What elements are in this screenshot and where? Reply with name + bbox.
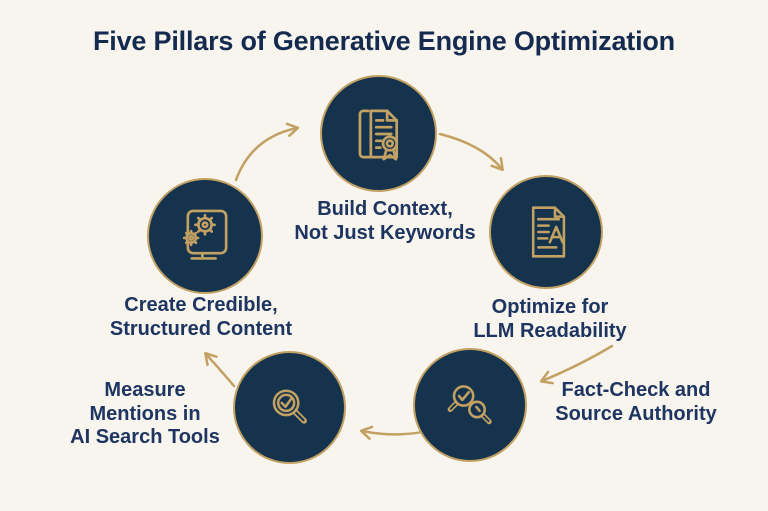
label-line: Not Just Keywords: [294, 221, 476, 244]
pillar-label-create-content: Create Credible, Structured Content: [110, 294, 292, 341]
pillar-circle-create-content: [147, 178, 263, 294]
pillar-circle-fact-check: [413, 348, 527, 462]
pillar-circle-optimize-llm: [489, 175, 603, 289]
pillar-circle-build-context: [320, 75, 437, 192]
certificate-document-icon: [358, 109, 398, 161]
label-line: LLM Readability: [473, 319, 627, 342]
pillar-label-measure-mentions: Measure Mentions in AI Search Tools: [70, 379, 220, 450]
pillar-circle-measure-mentions: [233, 351, 346, 464]
double-magnifier-check-icon: [447, 385, 492, 425]
label-line: Mentions in: [89, 402, 201, 425]
label-line: Source Authority: [555, 402, 717, 425]
pillar-label-fact-check: Fact-Check and Source Authority: [555, 379, 717, 426]
label-line: AI Search Tools: [70, 426, 220, 449]
label-line: Measure: [104, 379, 186, 401]
pillar-label-build-context: Build Context, Not Just Keywords: [294, 198, 475, 245]
pillar-label-optimize-llm: Optimize for LLM Readability: [473, 296, 626, 343]
document-letter-a-icon: [531, 206, 566, 258]
magnifier-check-icon: [272, 388, 307, 424]
arrow-create-to-build: [234, 122, 300, 182]
monitor-gears-icon: [182, 209, 228, 260]
arrow-optimize-to-factcheck: [539, 344, 614, 385]
label-line: Optimize for: [491, 296, 609, 318]
arrow-build-to-optimize: [438, 132, 504, 172]
label-line: Build Context,: [317, 198, 453, 220]
label-line: Fact-Check and: [561, 379, 711, 401]
label-line: Create Credible,: [124, 294, 278, 316]
page-title: Five Pillars of Generative Engine Optimi…: [93, 26, 675, 56]
label-line: Structured Content: [109, 317, 293, 340]
